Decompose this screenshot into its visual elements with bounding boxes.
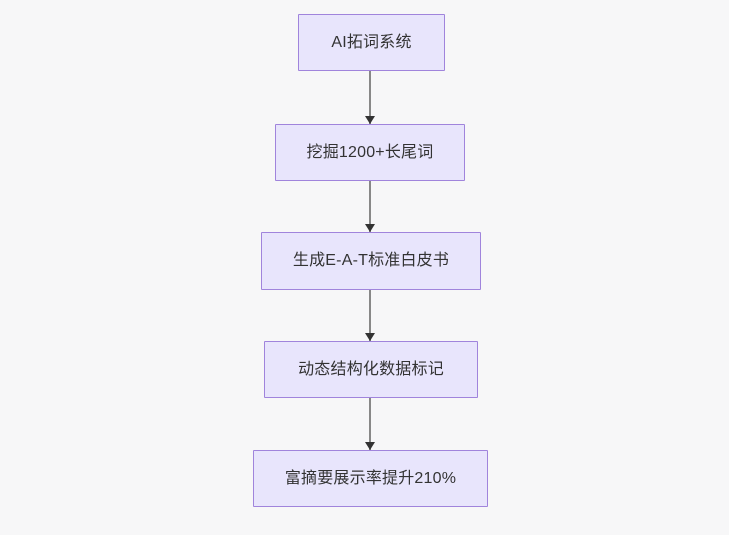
flowchart-node-generate-eat-whitepaper[interactable]: 生成E-A-T标准白皮书 [261, 232, 481, 290]
node-label: 生成E-A-T标准白皮书 [292, 252, 450, 270]
node-label: 动态结构化数据标记 [298, 360, 444, 378]
edge-n1-n2 [365, 71, 375, 124]
edge-n4-n5 [365, 398, 375, 450]
flowchart-node-mine-longtail-keywords[interactable]: 挖掘1200+长尾词 [275, 124, 465, 181]
edge-n3-n4 [365, 290, 375, 341]
flowchart-node-dynamic-structured-data-markup[interactable]: 动态结构化数据标记 [264, 341, 478, 398]
flowchart-node-ai-keyword-system[interactable]: AI拓词系统 [298, 14, 445, 71]
edge-line [369, 290, 371, 341]
arrow-down-icon [365, 224, 375, 232]
node-label: 富摘要展示率提升210% [284, 469, 457, 487]
edge-n2-n3 [365, 181, 375, 232]
node-label: 挖掘1200+长尾词 [306, 143, 434, 161]
arrow-down-icon [365, 333, 375, 341]
edge-line [369, 398, 371, 450]
edge-line [369, 71, 371, 124]
edge-line [369, 181, 371, 232]
arrow-down-icon [365, 116, 375, 124]
arrow-down-icon [365, 442, 375, 450]
flowchart-node-rich-snippet-uplift[interactable]: 富摘要展示率提升210% [253, 450, 488, 507]
node-label: AI拓词系统 [331, 33, 412, 51]
